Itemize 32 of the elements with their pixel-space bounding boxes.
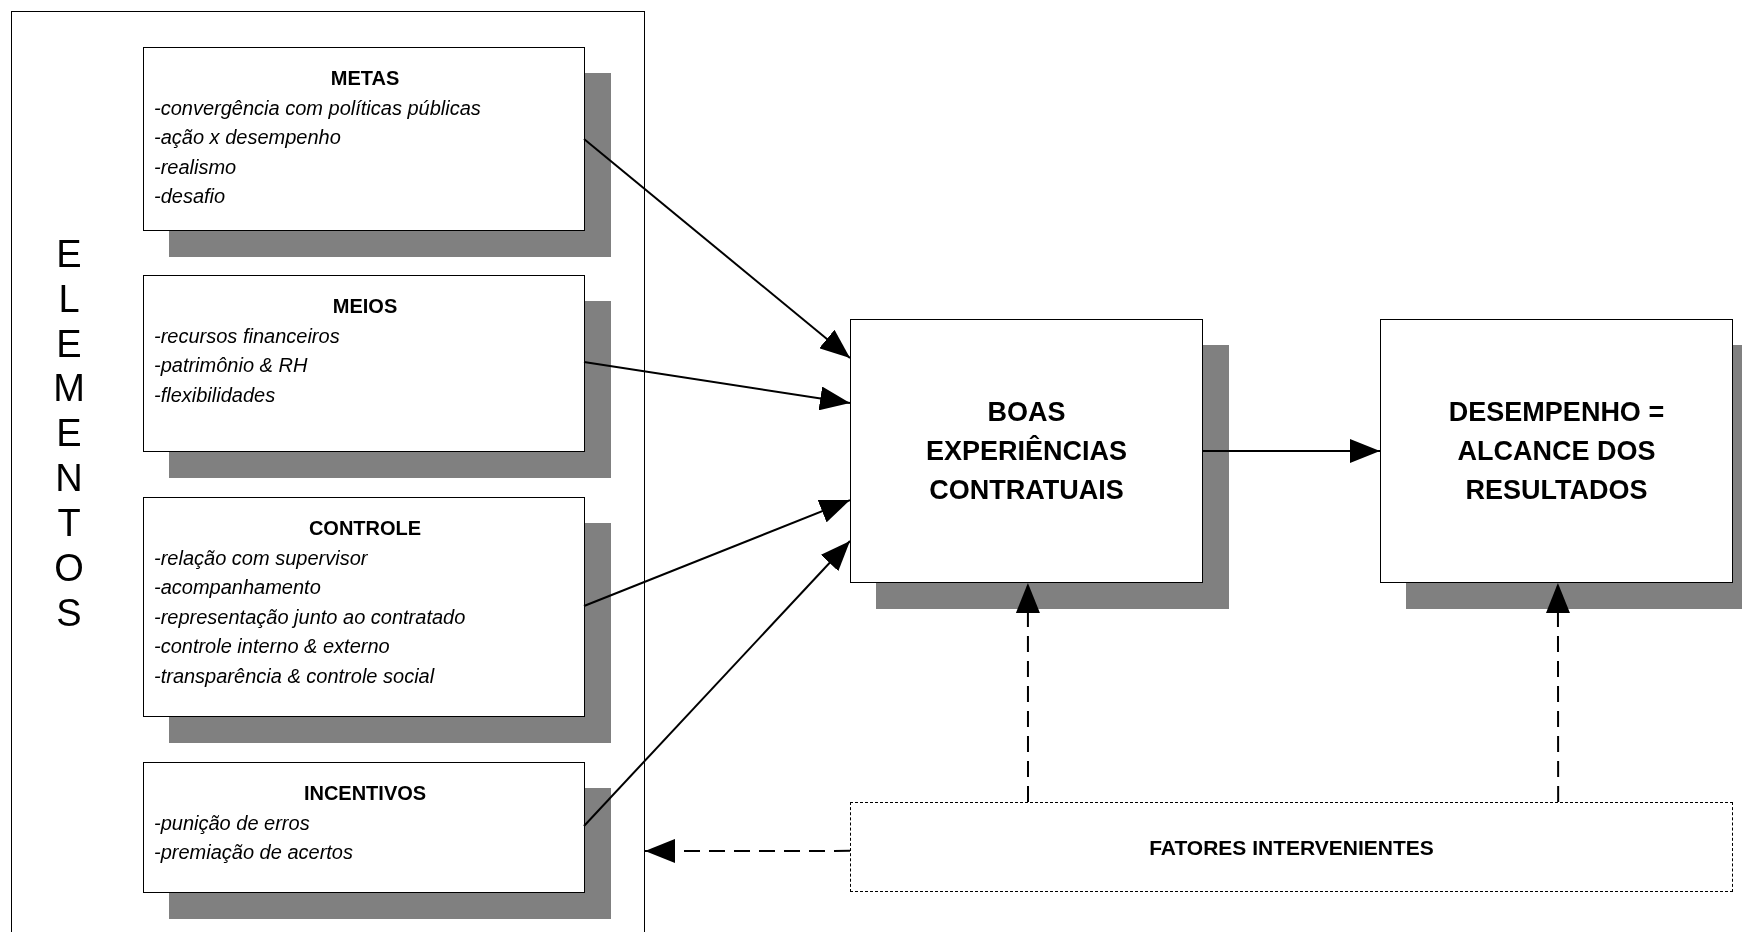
- arrow: [583, 499, 851, 607]
- list-item: -transparência & controle social: [154, 663, 436, 689]
- group-frame: [11, 11, 645, 932]
- arrow: [583, 360, 851, 411]
- box-heading: METAS: [329, 66, 401, 91]
- arrow: [1015, 582, 1040, 803]
- list-item: -relação com supervisor: [154, 545, 369, 571]
- list-item: -representação junto ao contratado: [154, 604, 467, 630]
- list-item: -desafio: [154, 184, 227, 209]
- box-heading: CONTROLE: [307, 516, 423, 541]
- box-label: FATORES INTERVENIENTES: [1149, 834, 1434, 861]
- arrow: [1545, 582, 1570, 803]
- arrow: [1202, 439, 1381, 463]
- list-item: -ação x desempenho: [154, 125, 342, 150]
- list-item: -punição de erros: [154, 810, 311, 836]
- arrow: [583, 137, 851, 360]
- list-item: -flexibilidades: [154, 382, 277, 408]
- list-item: -convergência com políticas públicas: [154, 95, 482, 121]
- factors-box: [850, 802, 1733, 892]
- box-heading: MEIOS: [331, 294, 399, 319]
- list-item: -patrimônio & RH: [154, 353, 309, 378]
- list-item: -controle interno & externo: [154, 634, 391, 659]
- box-label: DESEMPENHO = ALCANCE DOS RESULTADOS: [1447, 395, 1666, 507]
- box-label: BOAS EXPERIÊNCIAS CONTRATUAIS: [924, 395, 1129, 507]
- vertical-title: ELEMENTOS: [52, 232, 86, 636]
- list-item: -acompanhamento: [154, 575, 322, 600]
- box-heading: INCENTIVOS: [302, 781, 428, 806]
- arrow: [583, 540, 851, 827]
- list-item: -premiação de acertos: [154, 840, 354, 865]
- arrow: [644, 838, 851, 863]
- list-item: -recursos financeiros: [154, 323, 341, 349]
- list-item: -realismo: [154, 154, 238, 180]
